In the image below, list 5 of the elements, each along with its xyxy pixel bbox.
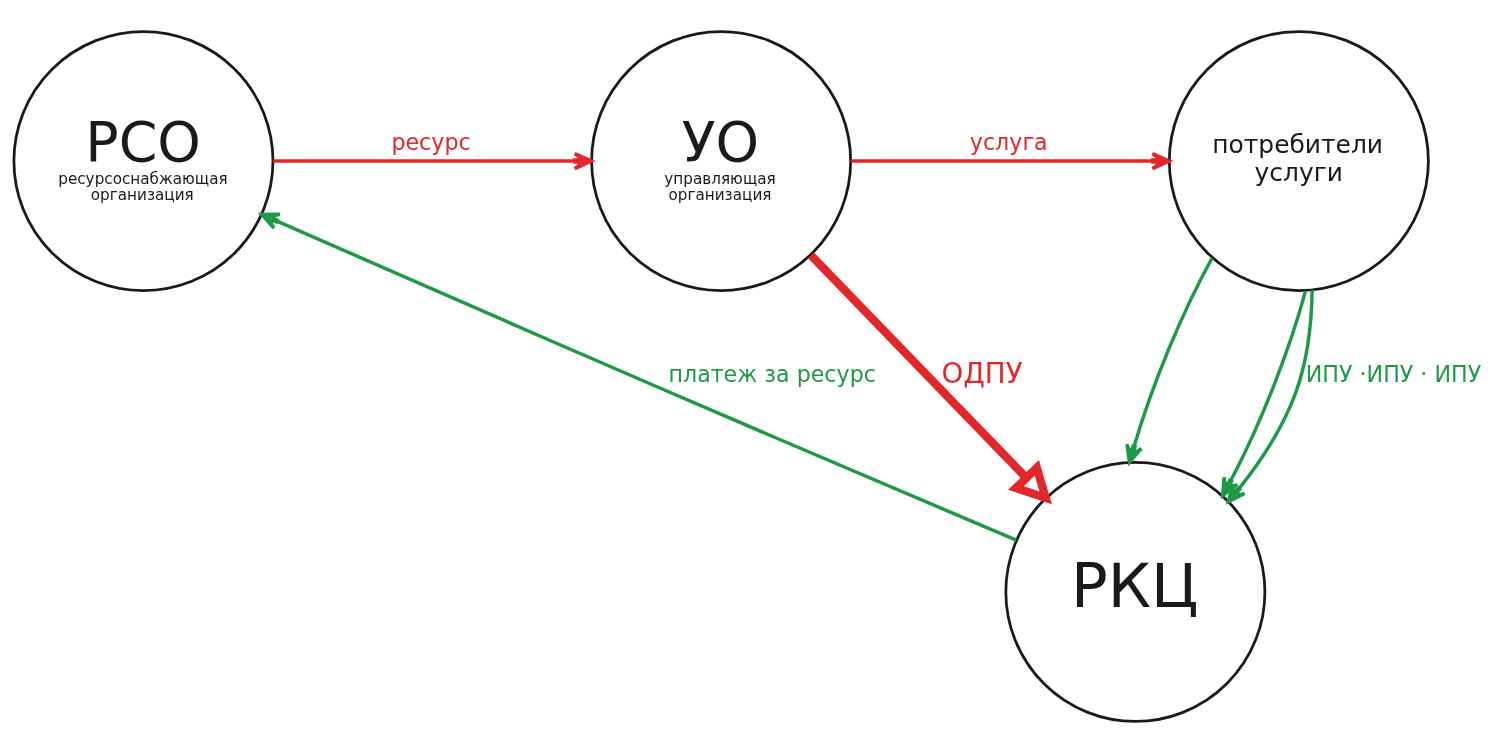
edge-label: ИПУ ·ИПУ · ИПУ (1305, 360, 1482, 387)
edge-label: ресурс (391, 128, 471, 155)
edge-label: услуга (969, 128, 1048, 155)
edge-label: ОДПУ (941, 357, 1023, 391)
edge-label: платеж за ресурс (668, 360, 876, 387)
